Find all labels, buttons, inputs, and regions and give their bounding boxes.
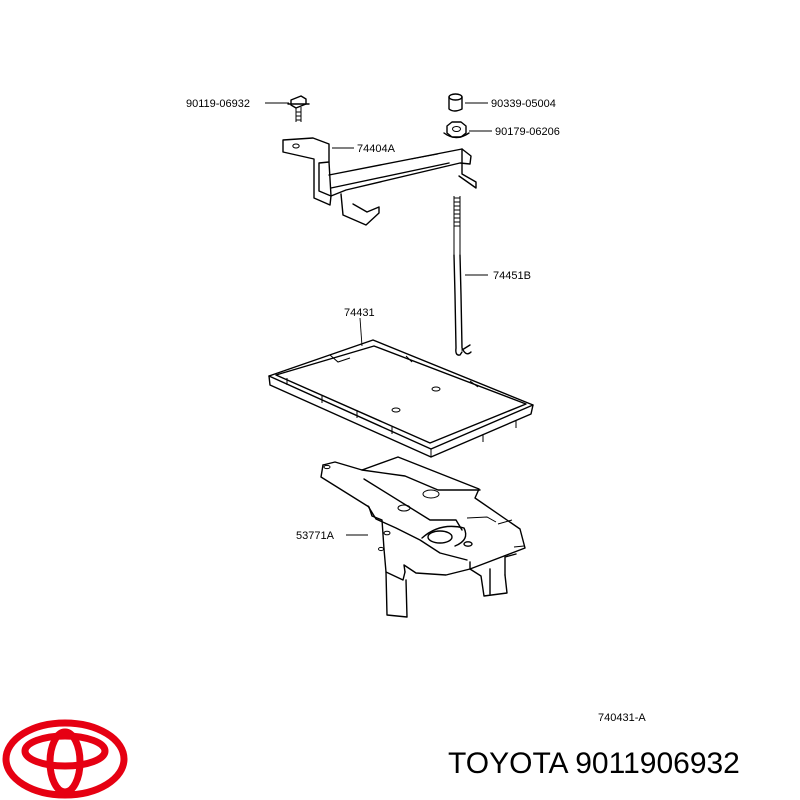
bolt-drawing	[287, 95, 310, 122]
spacer-drawing	[448, 93, 463, 112]
leader-tray	[359, 317, 363, 347]
brand-part-number: TOYOTA 9011906932	[448, 747, 740, 780]
label-bolt: 90119-06932	[186, 98, 250, 110]
label-carrier: 53771A	[296, 530, 335, 542]
tray-drawing	[268, 339, 534, 458]
label-tray: 74431	[344, 307, 375, 319]
label-clamp: 74404A	[357, 143, 396, 155]
label-rod: 74451B	[493, 270, 531, 282]
diagram-code: 740431-A	[598, 712, 646, 724]
clamp-drawing	[282, 137, 477, 226]
label-nut: 90179-06206	[495, 126, 560, 138]
rod-drawing	[453, 196, 472, 356]
toyota-logo	[2, 719, 128, 799]
carrier-drawing	[320, 456, 526, 618]
nut-drawing	[443, 121, 470, 139]
label-spacer: 90339-05004	[491, 98, 556, 110]
